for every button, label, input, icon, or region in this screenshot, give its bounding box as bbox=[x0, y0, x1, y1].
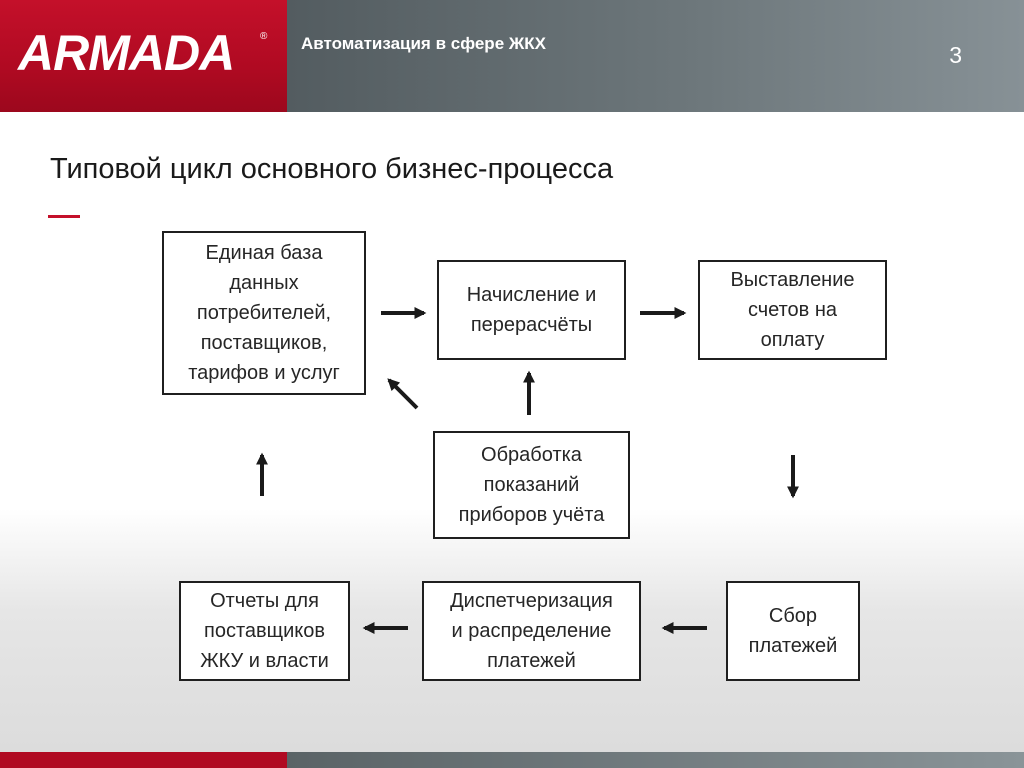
node-meter-readings-label: Обработка показаний приборов учёта bbox=[458, 444, 605, 526]
armada-logo: ARMADA bbox=[18, 25, 235, 81]
node-reports: Отчеты для поставщиков ЖКУ и власти bbox=[179, 581, 350, 681]
node-payment-collection: Сбор платежей bbox=[726, 581, 860, 681]
footer-red-segment bbox=[0, 752, 287, 768]
node-billing: Начисление и перерасчёты bbox=[437, 260, 626, 360]
page-number: 3 bbox=[949, 42, 962, 68]
node-invoicing-label: Выставление счетов на оплату bbox=[730, 269, 855, 351]
title-accent-line bbox=[48, 215, 80, 218]
footer-gray-segment bbox=[287, 752, 1024, 768]
node-payment-collection-label: Сбор платежей bbox=[748, 605, 838, 657]
slide-title: Типовой цикл основного бизнес-процесса bbox=[50, 153, 614, 185]
node-meter-readings: Обработка показаний приборов учёта bbox=[433, 431, 630, 539]
footer-bar bbox=[0, 752, 1024, 768]
node-database: Единая база данных потребителей, поставщ… bbox=[162, 231, 366, 395]
logo-panel: ARMADA ® bbox=[0, 0, 287, 112]
header: ARMADA ® Автоматизация в сфере ЖКХ 3 bbox=[0, 0, 1024, 112]
node-dispatching: Диспетчеризация и распределение платежей bbox=[422, 581, 641, 681]
registered-mark: ® bbox=[260, 31, 268, 42]
node-billing-label: Начисление и перерасчёты bbox=[466, 284, 597, 336]
node-invoicing: Выставление счетов на оплату bbox=[698, 260, 887, 360]
header-title: Автоматизация в сфере ЖКХ bbox=[301, 34, 546, 53]
arrow-meter-to-database bbox=[387, 378, 419, 410]
node-dispatching-label: Диспетчеризация и распределение платежей bbox=[450, 590, 613, 672]
node-reports-label: Отчеты для поставщиков ЖКУ и власти bbox=[200, 590, 329, 672]
header-title-panel: Автоматизация в сфере ЖКХ 3 bbox=[287, 0, 1024, 112]
node-database-label: Единая база данных потребителей, поставщ… bbox=[188, 242, 340, 384]
